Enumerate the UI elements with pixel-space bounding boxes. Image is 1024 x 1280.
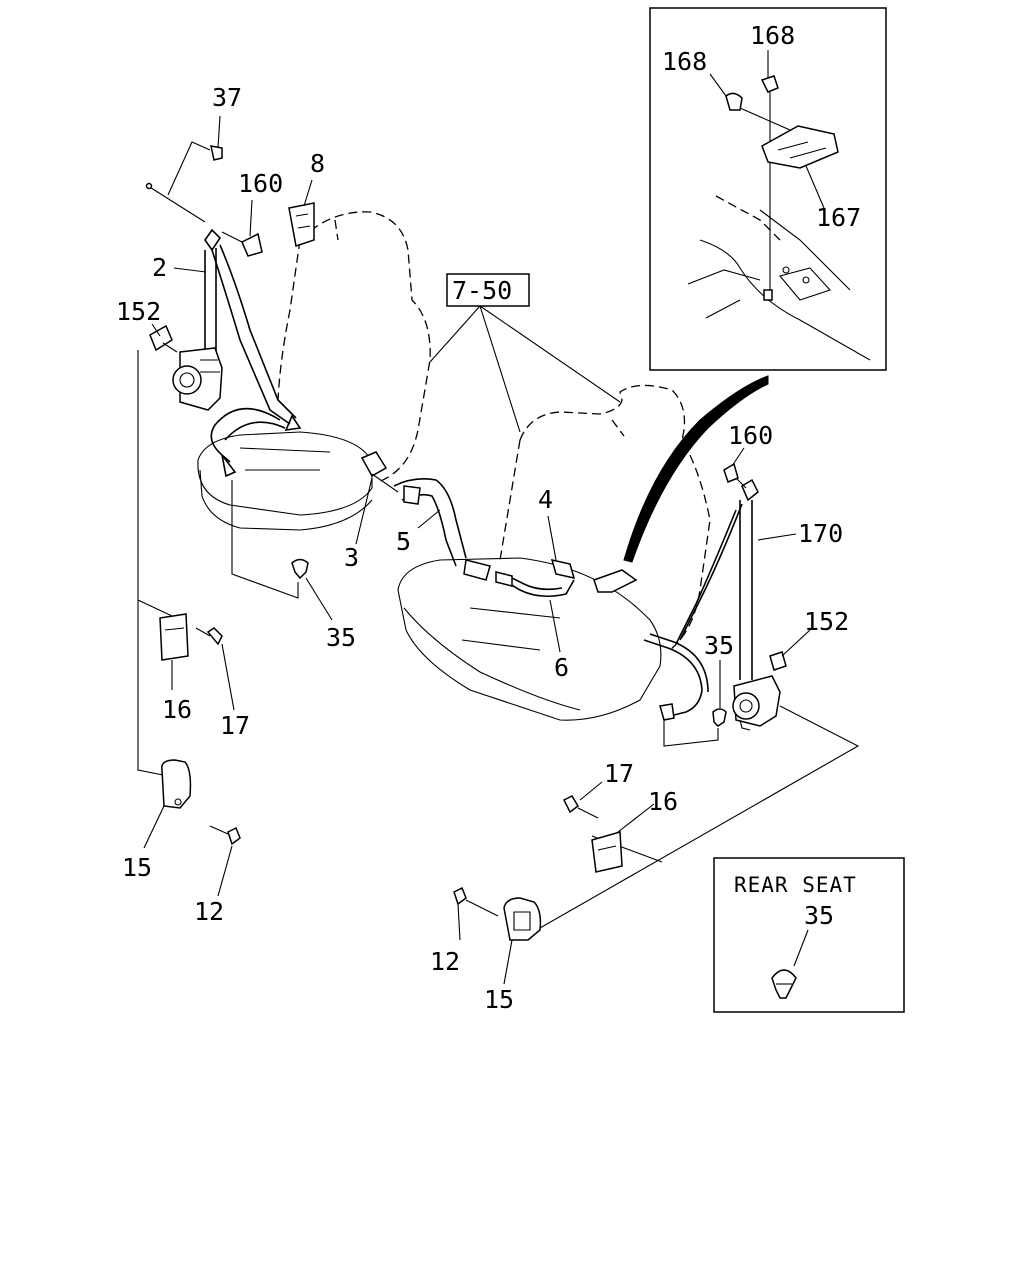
callout-15-right: 15 bbox=[484, 985, 514, 1014]
callout-5: 5 bbox=[396, 527, 411, 556]
detail-inset-box bbox=[649, 7, 887, 371]
callout-labels: 37 160 8 2 152 7-50 3 5 4 6 35 16 17 15 … bbox=[116, 21, 861, 1014]
right-center-buckles bbox=[495, 558, 638, 598]
callout-170: 170 bbox=[798, 519, 843, 548]
callout-16-left: 16 bbox=[162, 695, 192, 724]
callout-160-left: 160 bbox=[238, 169, 283, 198]
callout-152-left: 152 bbox=[116, 297, 161, 326]
callout-8: 8 bbox=[310, 149, 325, 178]
callout-37: 37 bbox=[212, 83, 242, 112]
right-retractor bbox=[732, 651, 787, 731]
callout-35-left: 35 bbox=[326, 623, 356, 652]
reference-box-7-50 bbox=[446, 273, 530, 307]
callout-15-left: 15 bbox=[122, 853, 152, 882]
callout-16-right: 16 bbox=[648, 787, 678, 816]
callout-7-50: 7-50 bbox=[452, 276, 512, 305]
left-front-seat bbox=[197, 211, 431, 531]
callout-160-right: 160 bbox=[728, 421, 773, 450]
callout-167: 167 bbox=[816, 203, 861, 232]
right-floor-anchor-parts bbox=[453, 705, 860, 941]
callout-4: 4 bbox=[538, 485, 553, 514]
center-buckles bbox=[360, 451, 491, 581]
callout-12-right: 12 bbox=[430, 947, 460, 976]
rear-seat-part-35: 35 bbox=[804, 901, 834, 930]
left-floor-anchor-parts bbox=[137, 350, 309, 846]
leader-lines bbox=[143, 50, 825, 985]
left-upper-anchor-parts bbox=[145, 141, 315, 257]
right-seat-belt-assembly bbox=[643, 462, 759, 721]
callout-17-right: 17 bbox=[604, 759, 634, 788]
callout-2: 2 bbox=[152, 253, 167, 282]
belt-guide-curve bbox=[623, 375, 769, 563]
rear-seat-box bbox=[713, 857, 905, 1013]
rear-seat-title: REAR SEAT bbox=[734, 873, 857, 897]
callout-168-left: 168 bbox=[662, 47, 707, 76]
callout-17-left: 17 bbox=[220, 711, 250, 740]
callout-152-right: 152 bbox=[804, 607, 849, 636]
left-retractor bbox=[149, 324, 223, 411]
callout-12-left: 12 bbox=[194, 897, 224, 926]
callout-35-right: 35 bbox=[704, 631, 734, 660]
left-seat-belt-assembly bbox=[204, 228, 302, 478]
right-front-seat bbox=[397, 384, 711, 721]
callout-168-top: 168 bbox=[750, 21, 795, 50]
callout-3: 3 bbox=[344, 543, 359, 572]
callout-6: 6 bbox=[554, 653, 569, 682]
